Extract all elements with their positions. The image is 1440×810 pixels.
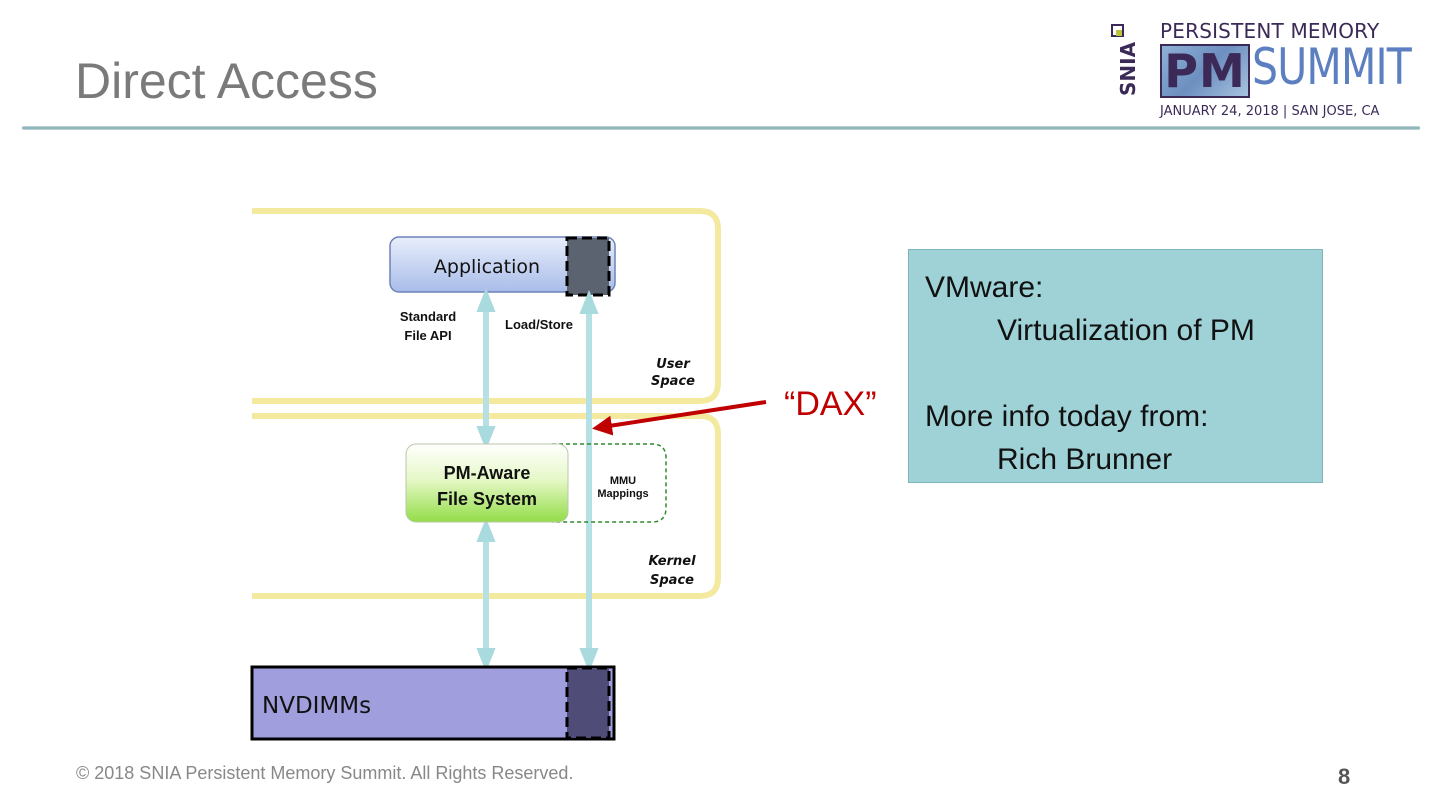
nvdimms-pm-region xyxy=(565,666,611,740)
vmware-info-box: VMware: Virtualization of PM More info t… xyxy=(908,249,1323,483)
info-line-more-info: More info today from: xyxy=(925,400,1209,433)
standard-file-api-label-2: File API xyxy=(404,328,451,343)
logo-pm-badge: PM xyxy=(1160,44,1250,98)
page-number: 8 xyxy=(1338,764,1351,789)
footer-copyright: © 2018 SNIA Persistent Memory Summit. Al… xyxy=(76,763,574,783)
logo-pm-text: PM xyxy=(1164,44,1246,98)
info-spacer xyxy=(925,352,1322,395)
kernel-space-label-2: Space xyxy=(650,573,694,588)
logo-summit: SUMMIT xyxy=(1252,38,1412,96)
application-box xyxy=(389,236,616,293)
logo-date-location: JANUARY 24, 2018 | SAN JOSE, CA xyxy=(1160,104,1380,119)
title-divider xyxy=(22,126,1420,130)
load-store-label: Load/Store xyxy=(505,317,573,332)
nvdimms-box xyxy=(250,665,616,741)
kernel-space-label-1: Kernel xyxy=(648,554,696,569)
user-space-label-2: Space xyxy=(651,374,695,389)
user-space-region xyxy=(252,208,721,404)
info-line-presenter: Rich Brunner xyxy=(997,443,1173,476)
fs-label-2: File System xyxy=(437,489,537,509)
logo-title: PERSISTENT MEMORY xyxy=(1160,19,1380,43)
pm-aware-fs-box xyxy=(405,443,569,523)
summit-logo: SNIA PERSISTENT MEMORY PM SUMMIT JANUARY… xyxy=(1108,18,1420,124)
application-pm-region xyxy=(565,236,611,297)
mmu-label-1: MMU xyxy=(610,475,636,487)
kernel-space-region xyxy=(252,413,721,599)
fs-label-1: PM-Aware xyxy=(444,463,531,483)
logo-square-icon xyxy=(1111,24,1124,37)
info-line-vmware: VMware: xyxy=(925,271,1044,304)
standard-file-api-label-1: Standard xyxy=(400,309,456,324)
logo-accent-icon xyxy=(1116,30,1122,36)
mmu-mappings-region xyxy=(552,443,667,523)
user-space-label-1: User xyxy=(656,357,691,372)
nvdimms-label: NVDIMMs xyxy=(262,693,371,719)
info-line-virtualization: Virtualization of PM xyxy=(997,314,1255,347)
dax-label: “DAX” xyxy=(784,385,877,423)
slide-title: Direct Access xyxy=(75,53,378,109)
mmu-label-2: Mappings xyxy=(597,488,648,500)
dax-arrow xyxy=(592,400,767,436)
application-label: Application xyxy=(434,256,540,278)
